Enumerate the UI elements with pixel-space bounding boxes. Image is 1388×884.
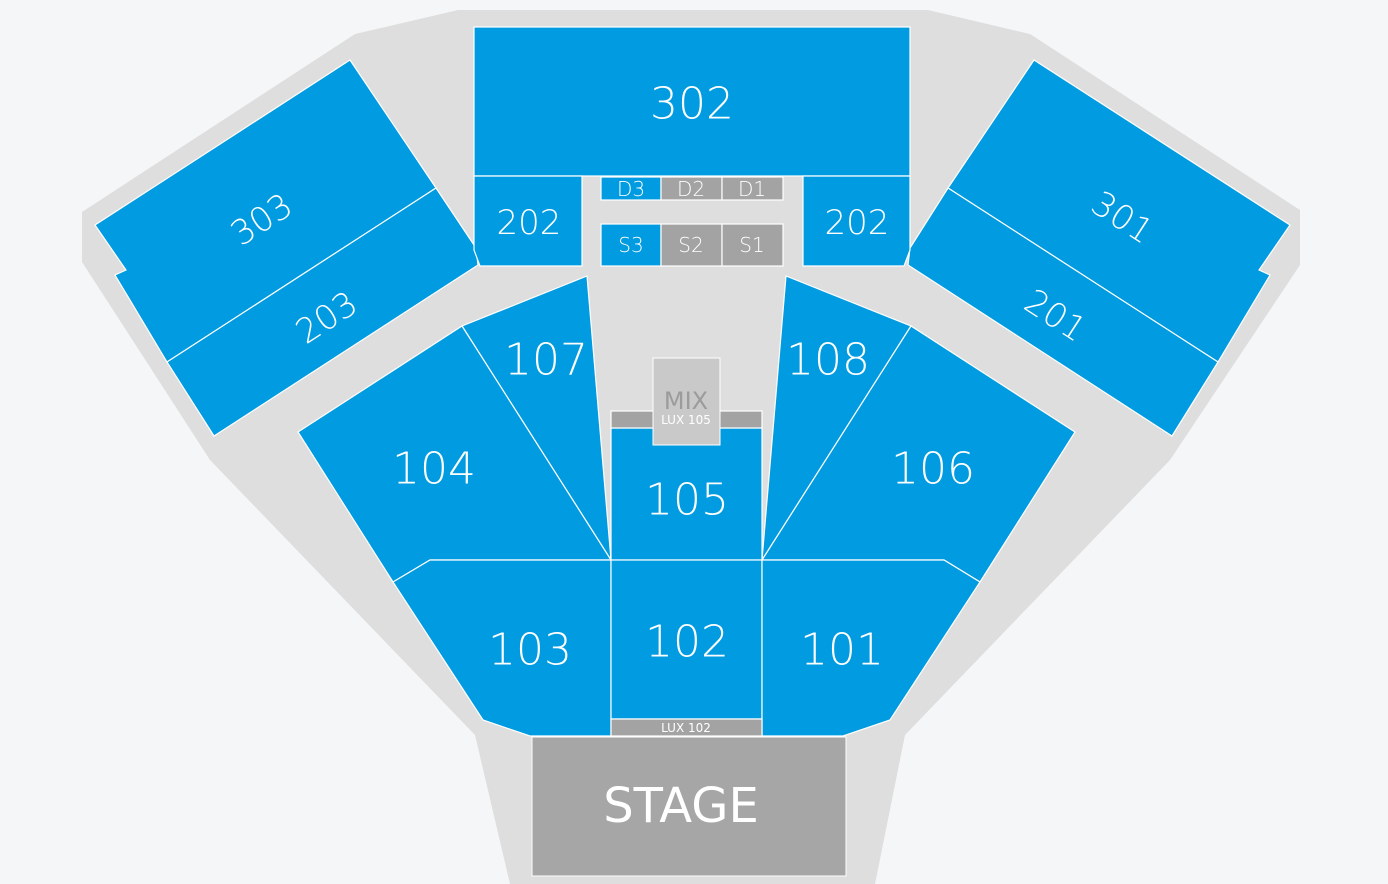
section-104[interactable]: 104 bbox=[297, 325, 613, 583]
section-303[interactable]: 303 bbox=[94, 59, 437, 363]
section-105[interactable]: 105 bbox=[610, 427, 763, 561]
section-101[interactable]: 101 bbox=[761, 559, 981, 737]
section-202-left[interactable]: 202 bbox=[473, 175, 583, 267]
section-107[interactable]: 107 bbox=[461, 275, 612, 561]
section-302-label: 302 bbox=[650, 79, 734, 130]
section-101-label: 101 bbox=[800, 625, 884, 676]
section-104-label: 104 bbox=[392, 444, 476, 495]
box-s1-label: S1 bbox=[739, 233, 764, 257]
section-108[interactable]: 108 bbox=[761, 275, 912, 561]
box-d2[interactable]: D2 bbox=[660, 176, 723, 201]
section-106[interactable]: 106 bbox=[760, 325, 1076, 583]
section-202-right[interactable]: 202 bbox=[802, 175, 911, 267]
section-302[interactable]: 302 bbox=[473, 26, 911, 177]
box-s2-label: S2 bbox=[678, 233, 703, 257]
section-102-label: 102 bbox=[645, 617, 729, 668]
section-103-label: 103 bbox=[488, 625, 572, 676]
box-s1[interactable]: S1 bbox=[721, 223, 784, 267]
lux-102-label: LUX 102 bbox=[661, 721, 711, 735]
box-d1[interactable]: D1 bbox=[721, 176, 784, 201]
section-202-right-label: 202 bbox=[825, 203, 890, 243]
box-s3[interactable]: S3 bbox=[600, 223, 662, 267]
mix-label: MIX bbox=[664, 387, 708, 415]
mix-position: MIX LUX 105 bbox=[652, 357, 721, 446]
stage: STAGE bbox=[531, 736, 847, 877]
box-d1-label: D1 bbox=[738, 177, 766, 201]
lux-105-label: LUX 105 bbox=[661, 413, 711, 427]
section-108-label: 108 bbox=[786, 335, 870, 386]
box-s3-label: S3 bbox=[618, 233, 643, 257]
section-203[interactable]: 203 bbox=[166, 187, 479, 437]
section-201[interactable]: 201 bbox=[907, 187, 1219, 437]
section-106-label: 106 bbox=[891, 444, 975, 495]
box-d3[interactable]: D3 bbox=[600, 176, 662, 201]
lux-102[interactable]: LUX 102 bbox=[610, 718, 763, 737]
section-102[interactable]: 102 bbox=[610, 559, 763, 720]
stage-label: STAGE bbox=[603, 778, 759, 834]
box-d3-label: D3 bbox=[617, 177, 645, 201]
section-107-label: 107 bbox=[504, 335, 588, 386]
section-105-label: 105 bbox=[645, 475, 729, 526]
section-202-left-label: 202 bbox=[497, 203, 562, 243]
box-d2-label: D2 bbox=[677, 177, 705, 201]
box-s2[interactable]: S2 bbox=[660, 223, 723, 267]
